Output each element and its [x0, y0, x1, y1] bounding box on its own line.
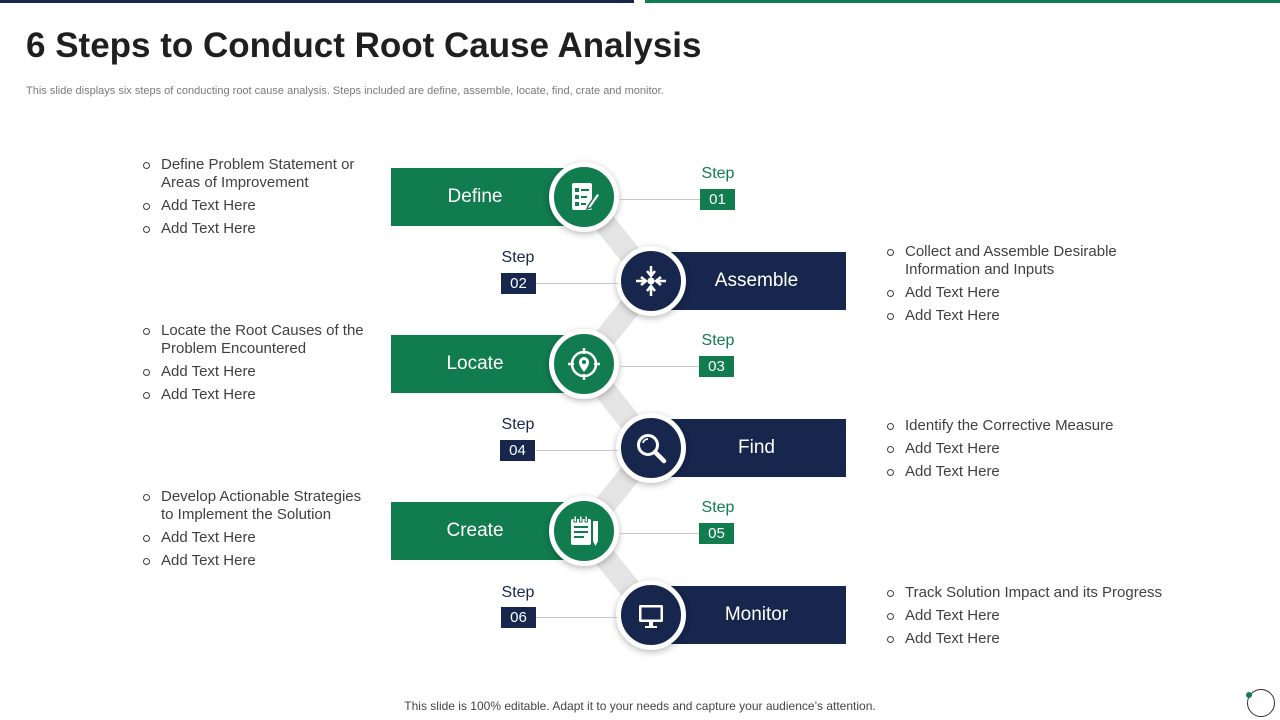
step-number-02: 02 [501, 273, 536, 294]
step-circle-monitor [616, 580, 686, 650]
step-word-06: Step [501, 584, 535, 601]
step-number-05: 05 [699, 523, 734, 544]
step-title-locate: Locate [446, 353, 504, 374]
bullet-item: Add Text Here [885, 440, 1135, 458]
bullet-item: Add Text Here [885, 463, 1135, 481]
bullet-item: Add Text Here [885, 307, 1135, 325]
step-number-03: 03 [699, 356, 734, 377]
step-number-04: 04 [500, 440, 535, 461]
step-leader-01 [620, 199, 700, 200]
step-bar-create: Create [391, 502, 571, 560]
step-title-create: Create [446, 520, 504, 541]
bullet-item: Add Text Here [141, 386, 371, 404]
magnifier-icon [637, 434, 667, 464]
step-circle-assemble [616, 246, 686, 316]
page-subtitle: This slide displays six steps of conduct… [26, 85, 664, 97]
step-word-03: Step [701, 332, 735, 349]
bullet-item: Develop Actionable Strategies to Impleme… [141, 488, 371, 524]
monitor-icon [639, 605, 663, 628]
step-bar-assemble: Assemble [655, 252, 846, 310]
bullet-item: Add Text Here [885, 284, 1135, 302]
step-title-monitor: Monitor [724, 604, 789, 625]
notepad-pencil-icon [571, 515, 598, 546]
step-leader-05 [620, 533, 700, 534]
step-leader-04 [536, 450, 618, 451]
step-title-assemble: Assemble [714, 270, 799, 291]
checklist-edit-icon [572, 183, 602, 211]
bullet-item: Add Text Here [141, 363, 371, 381]
step-bullets-locate: Locate the Root Causes of the Problem En… [141, 322, 371, 409]
step-leader-03 [620, 366, 700, 367]
bullet-item: Define Problem Statement or Areas of Imp… [141, 156, 371, 192]
step-circle-locate [549, 329, 619, 399]
step-leader-06 [536, 617, 618, 618]
step-bar-find: Find [655, 419, 846, 477]
bullet-item: Add Text Here [885, 630, 1175, 648]
step-title-find: Find [738, 437, 775, 458]
step-bullets-create: Develop Actionable Strategies to Impleme… [141, 488, 371, 575]
step-bullets-define: Define Problem Statement or Areas of Imp… [141, 156, 371, 243]
step-bullets-assemble: Collect and Assemble Desirable Informati… [885, 243, 1135, 330]
top-accent-bar-right [645, 0, 1280, 3]
bullet-item: Track Solution Impact and its Progress [885, 584, 1175, 602]
target-location-icon [568, 348, 600, 380]
bullet-item: Locate the Root Causes of the Problem En… [141, 322, 371, 358]
step-circle-find [616, 413, 686, 483]
step-word-02: Step [501, 249, 535, 266]
step-bar-define: Define [391, 168, 571, 226]
bullet-item: Add Text Here [885, 607, 1175, 625]
bullet-item: Collect and Assemble Desirable Informati… [885, 243, 1135, 279]
top-accent-bar-left [0, 0, 634, 3]
step-title-define: Define [447, 186, 503, 207]
bullet-item: Add Text Here [141, 197, 371, 215]
brand-logo-dot [1246, 692, 1252, 698]
page-title: 6 Steps to Conduct Root Cause Analysis [26, 26, 702, 65]
step-bullets-monitor: Track Solution Impact and its Progress A… [885, 584, 1175, 653]
step-leader-02 [536, 283, 618, 284]
step-bar-monitor: Monitor [655, 586, 846, 644]
bullet-item: Identify the Corrective Measure [885, 417, 1135, 435]
step-circle-create [549, 496, 619, 566]
step-word-05: Step [701, 499, 735, 516]
step-circle-define [549, 162, 619, 232]
step-word-01: Step [701, 165, 735, 182]
bullet-item: Add Text Here [141, 529, 371, 547]
step-bar-locate: Locate [391, 335, 571, 393]
step-number-06: 06 [501, 607, 536, 628]
footer-note: This slide is 100% editable. Adapt it to… [404, 699, 876, 713]
converge-arrows-icon [636, 266, 666, 296]
step-word-04: Step [501, 416, 535, 433]
step-number-01: 01 [700, 189, 735, 210]
step-bullets-find: Identify the Corrective Measure Add Text… [885, 417, 1135, 486]
brand-logo-icon [1247, 689, 1275, 717]
bullet-item: Add Text Here [141, 220, 371, 238]
bullet-item: Add Text Here [141, 552, 371, 570]
